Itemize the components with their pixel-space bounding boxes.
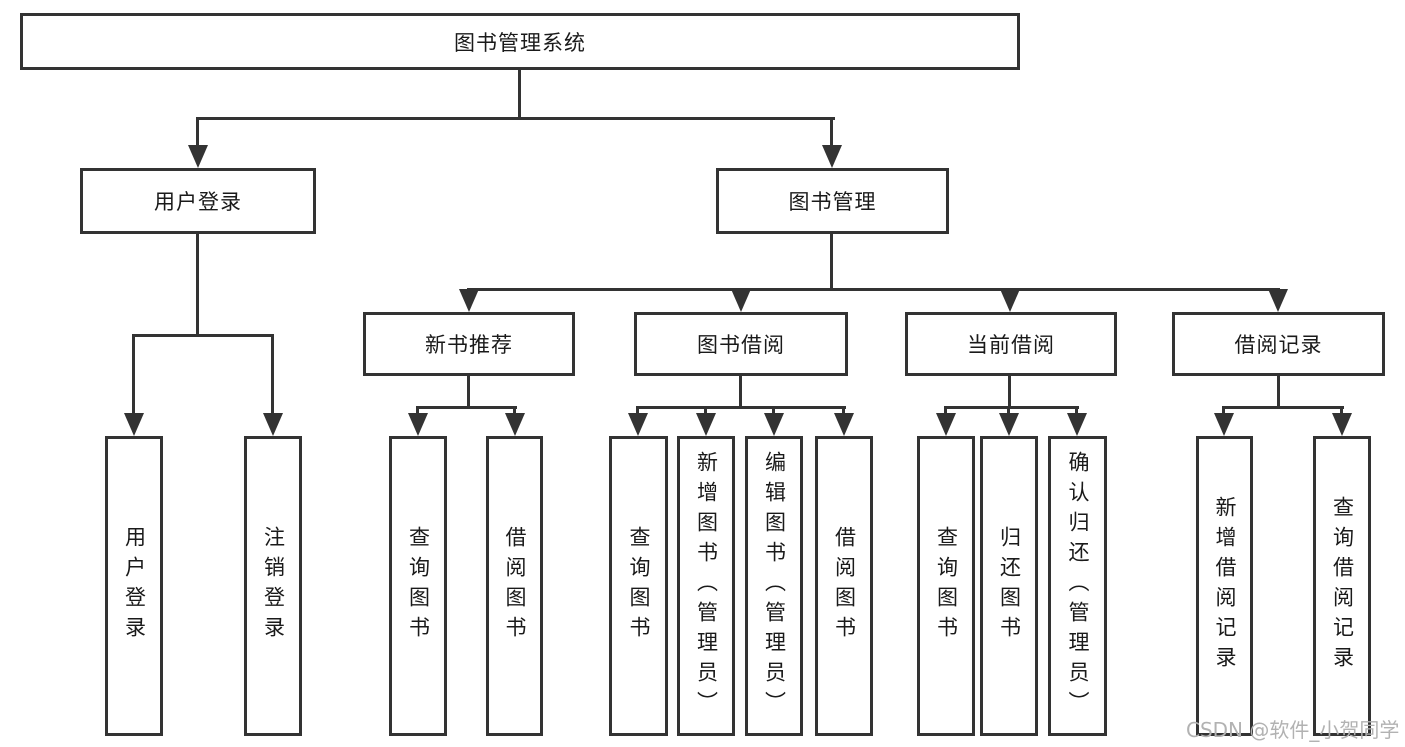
leaf-label: 编辑图书（管理员）	[762, 451, 787, 721]
leaf-label: 归还图书	[997, 526, 1022, 646]
leaf-query-books-recommend: 查询图书	[389, 436, 447, 736]
node-root: 图书管理系统	[20, 13, 1020, 70]
leaf-add-borrow-record: 新增借阅记录	[1196, 436, 1253, 736]
leaf-user-login: 用户登录	[105, 436, 163, 736]
leaf-label: 确认归还（管理员）	[1066, 451, 1091, 721]
leaf-label: 用户登录	[122, 526, 147, 646]
connector-current-borrow-stem	[1008, 374, 1011, 408]
arrowhead-icon	[834, 413, 854, 436]
connector-drop	[636, 406, 639, 416]
leaf-query-borrow-record: 查询借阅记录	[1313, 436, 1371, 736]
leaf-borrow-books-recommend: 借阅图书	[486, 436, 543, 736]
arrowhead-icon	[1214, 413, 1234, 436]
leaf-label: 新增图书（管理员）	[694, 451, 719, 721]
arrowhead-icon	[1268, 289, 1288, 312]
node-current-borrow: 当前借阅	[905, 312, 1117, 376]
connector-drop	[132, 334, 135, 416]
connector-drop	[772, 406, 775, 416]
leaf-return-book: 归还图书	[980, 436, 1038, 736]
node-borrow-records: 借阅记录	[1172, 312, 1385, 376]
connector-split-user-login	[132, 334, 274, 337]
leaf-label: 查询图书	[406, 526, 431, 646]
arrowhead-icon	[1067, 413, 1087, 436]
connector-new-book-stem	[467, 374, 470, 408]
connector-book-borrow-stem	[739, 374, 742, 408]
connector-user-login-stem	[196, 232, 199, 336]
leaf-query-books-current: 查询图书	[917, 436, 975, 736]
arrowhead-icon	[936, 413, 956, 436]
connector-drop	[416, 406, 419, 416]
connector-drop	[944, 406, 947, 416]
connector-split-current-borrow	[945, 406, 1079, 409]
connector-split-book-mgmt	[467, 288, 1280, 291]
leaf-label: 借阅图书	[503, 526, 528, 646]
connector-book-mgmt-stem	[830, 232, 833, 290]
arrowhead-icon	[505, 413, 525, 436]
node-book-management: 图书管理	[716, 168, 949, 234]
connector-drop	[704, 406, 707, 416]
leaf-edit-book-admin: 编辑图书（管理员）	[745, 436, 803, 736]
node-new-book-recommend: 新书推荐	[363, 312, 575, 376]
leaf-label: 查询图书	[627, 526, 652, 646]
arrowhead-icon	[1332, 413, 1352, 436]
connector-drop	[1222, 406, 1225, 416]
arrowhead-icon	[459, 289, 479, 312]
leaf-confirm-return-admin: 确认归还（管理员）	[1048, 436, 1107, 736]
leaf-logout: 注销登录	[244, 436, 302, 736]
connector-drop	[1340, 406, 1343, 416]
leaf-query-books-borrow: 查询图书	[609, 436, 668, 736]
watermark: CSDN @软件_小贺同学	[1186, 718, 1400, 742]
leaf-label: 新增借阅记录	[1213, 496, 1238, 676]
connector-drop	[271, 334, 274, 416]
connector-drop	[196, 117, 199, 150]
connector-root-stem	[518, 68, 521, 118]
arrowhead-icon	[408, 413, 428, 436]
connector-drop	[1075, 406, 1078, 416]
node-user-login: 用户登录	[80, 168, 316, 234]
arrowhead-icon	[628, 413, 648, 436]
connector-split-top	[196, 117, 835, 120]
arrowhead-icon	[263, 413, 283, 436]
leaf-add-book-admin: 新增图书（管理员）	[677, 436, 735, 736]
node-book-borrow: 图书借阅	[634, 312, 848, 376]
arrowhead-icon	[696, 413, 716, 436]
connector-drop	[830, 117, 833, 150]
connector-drop	[513, 406, 516, 416]
arrowhead-icon	[999, 413, 1019, 436]
arrowhead-icon	[124, 413, 144, 436]
arrowhead-icon	[822, 145, 842, 168]
arrowhead-icon	[764, 413, 784, 436]
connector-split-new-book	[417, 406, 517, 409]
connector-drop	[842, 406, 845, 416]
connector-split-book-borrow	[637, 406, 846, 409]
leaf-label: 注销登录	[261, 526, 286, 646]
leaf-label: 查询图书	[934, 526, 959, 646]
arrowhead-icon	[731, 289, 751, 312]
leaf-label: 查询借阅记录	[1330, 496, 1355, 676]
leaf-borrow-books: 借阅图书	[815, 436, 873, 736]
connector-drop	[1007, 406, 1010, 416]
connector-borrow-record-stem	[1277, 374, 1280, 408]
leaf-label: 借阅图书	[832, 526, 857, 646]
connector-split-borrow-record	[1223, 406, 1344, 409]
arrowhead-icon	[1000, 289, 1020, 312]
arrowhead-icon	[188, 145, 208, 168]
